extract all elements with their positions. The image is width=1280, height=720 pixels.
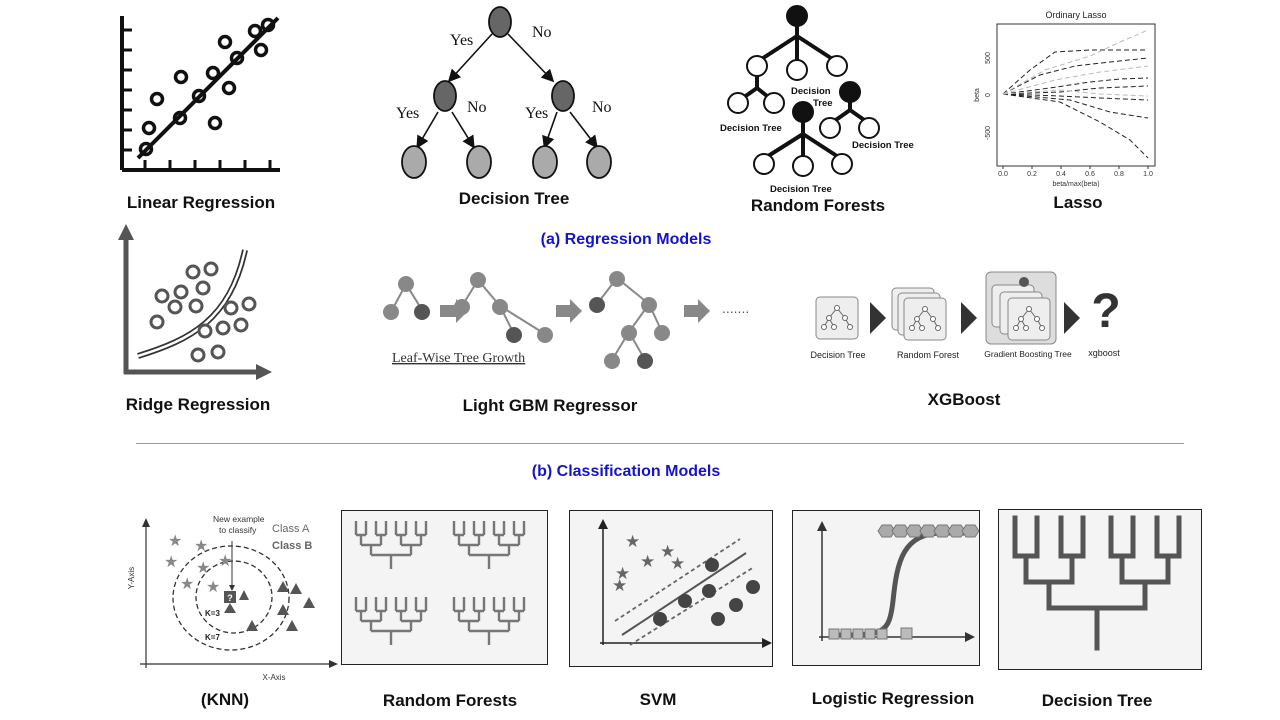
label-decision-tree-classification: Decision Tree [1041,691,1153,710]
svm-plot: ★★★ ★★★ [598,519,772,648]
dt-no-3: No [592,99,612,116]
svg-text:★: ★ [640,552,655,571]
knn-new-example-1: New example [213,514,265,524]
dt-no-1: No [532,24,552,41]
svg-text:★: ★ [164,554,178,571]
logistic-plot [817,521,979,642]
section-title-classification: (b) Classification Models [531,463,721,480]
svg-text:★: ★ [180,576,194,593]
knn-new-example-2: to classify [219,525,257,535]
knn-k7: K=7 [205,633,220,642]
label-lasso: Lasso [1053,193,1103,212]
label-ridge-regression: Ridge Regression [125,395,271,414]
linear-regression-plot [120,16,280,172]
svg-text:★: ★ [615,564,630,583]
lasso-xlabel: beta/max(beta) [1052,181,1099,188]
svg-text:★: ★ [206,579,220,596]
knn-query: ? [227,593,233,603]
knn-k3: K=3 [205,609,220,618]
rf-class-trees [354,519,526,647]
xgb-step-xgboost: xgboost [1088,348,1120,358]
rf-label-right: Decision Tree [852,140,914,151]
label-random-forests: Random Forests [750,196,886,215]
svg-text:★: ★ [670,554,685,573]
label-decision-tree: Decision Tree [458,189,570,208]
svm-panel: ★★★ ★★★ [569,510,773,667]
xgb-step-random-forest: Random Forest [897,350,960,360]
label-linear-regression: Linear Regression [126,193,276,212]
dt-no-2: No [467,99,487,116]
label-random-forests-classification: Random Forests [382,691,518,710]
xgboost-question: ? [1091,285,1120,338]
section-title-regression: (a) Regression Models [540,231,712,248]
dt-yes-3: Yes [525,105,548,122]
lasso-ylabel: beta [974,88,981,102]
dt-yes-2: Yes [396,105,419,122]
section-divider [136,443,1184,444]
lasso-xtick-0: 0.0 [998,171,1008,178]
rf-label-bottom: Decision Tree [770,184,832,195]
rf-label-top-1: Decision [791,86,831,97]
svg-text:★: ★ [194,538,208,555]
lasso-xtick-4: 0.8 [1114,171,1124,178]
dt-yes-1: Yes [450,32,473,49]
svg-text:★: ★ [625,532,640,551]
rf-label-left: Decision Tree [720,123,782,134]
lasso-xtick-5: 1.0 [1143,171,1153,178]
rf-label-top-2: Tree [813,98,833,109]
lasso-xtick-2: 0.4 [1056,171,1066,178]
label-logistic-regression: Logistic Regression [811,689,975,708]
lasso-title: Ordinary Lasso [1045,10,1106,20]
random-forests-panel [341,510,548,665]
svg-text:★: ★ [612,576,627,595]
svg-text:★: ★ [218,553,232,570]
knn-x-axis: X-Axis [262,673,285,682]
lasso-xtick-3: 0.6 [1085,171,1095,178]
lightgbm-ellipsis: ....... [722,300,749,316]
logistic-panel [792,510,980,666]
knn-class-b: Class B [272,540,312,552]
svg-text:★: ★ [168,533,182,550]
xgb-step-gbt: Gradient Boosting Tree [984,349,1072,359]
lasso-ytick-n500: -500 [985,126,992,140]
lightgbm-caption: Leaf-Wise Tree Growth [392,351,525,366]
dt-class-tree [1012,515,1182,651]
lasso-ytick-0: 0 [985,93,992,97]
label-knn: (KNN) [200,690,250,709]
xgb-step-decision-tree: Decision Tree [810,350,865,360]
knn-y-axis: Y-Axis [127,567,136,589]
label-xgboost: XGBoost [927,390,1001,409]
lasso-xtick-1: 0.2 [1027,171,1037,178]
label-svm: SVM [639,690,677,709]
svg-text:★: ★ [660,542,675,561]
lasso-ytick-500: 500 [985,52,992,64]
decision-tree-panel [998,509,1202,670]
label-lightgbm: Light GBM Regressor [462,396,638,415]
svg-text:★: ★ [196,560,210,577]
knn-class-a: Class A [272,523,310,535]
